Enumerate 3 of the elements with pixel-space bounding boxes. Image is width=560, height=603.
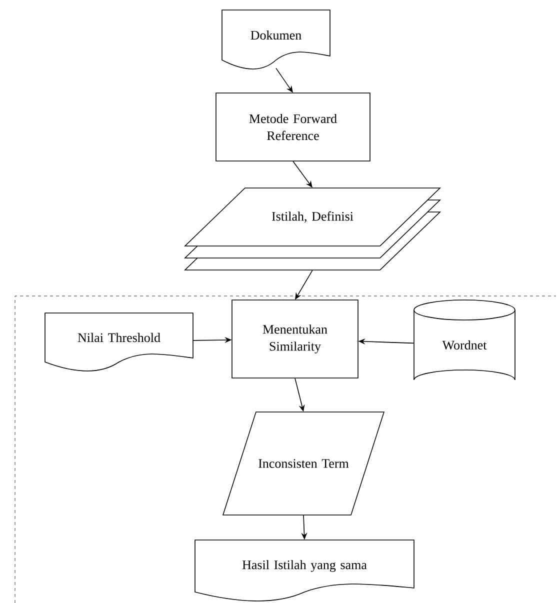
process-box: Menentukan Similarity [232, 300, 358, 378]
database-cylinder: Wordnet [414, 300, 516, 380]
process-box: Metode Forward Reference [216, 92, 370, 162]
